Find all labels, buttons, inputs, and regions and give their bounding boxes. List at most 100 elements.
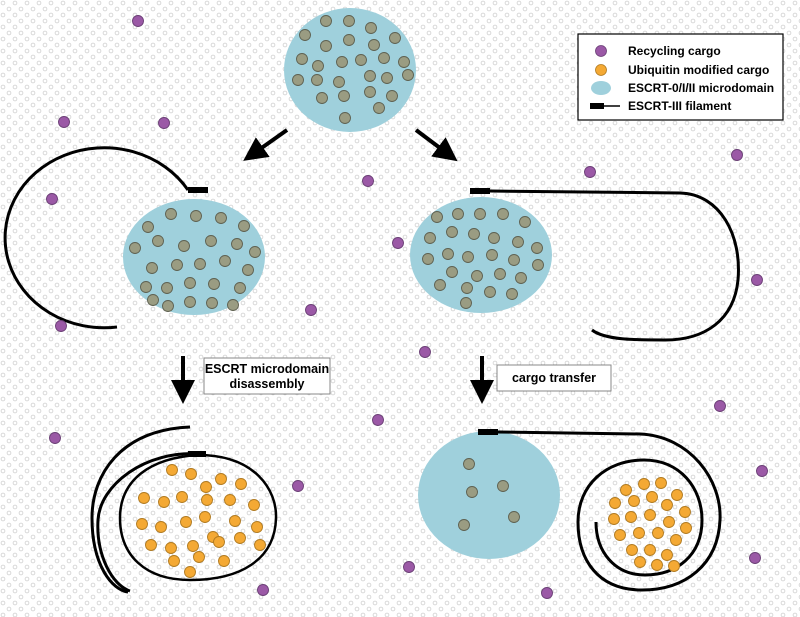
cargo-dot xyxy=(532,259,544,271)
ubiquitin-cargo-dot xyxy=(633,527,645,539)
cargo-dot xyxy=(452,208,464,220)
ubiquitin-cargo-dot xyxy=(218,555,230,567)
recycling-cargo-dot xyxy=(158,117,170,129)
cargo-dot xyxy=(386,90,398,102)
escrt-iii-filament-inner xyxy=(118,453,278,582)
ubiquitin-cargo-dot xyxy=(655,477,667,489)
recycling-cargo-dot xyxy=(419,346,431,358)
cargo-dot xyxy=(402,69,414,81)
cargo-dot xyxy=(184,296,196,308)
ubiquitin-cargo-dot xyxy=(251,521,263,533)
cargo-dot xyxy=(178,240,190,252)
cargo-dot xyxy=(339,112,351,124)
recycling-cargo-dot xyxy=(257,584,269,596)
cargo-dot xyxy=(431,211,443,223)
ubiquitin-cargo-dot xyxy=(136,518,148,530)
ubiquitin-cargo-dot xyxy=(614,529,626,541)
step-label-disassembly: ESCRT microdomain disassembly xyxy=(203,357,331,395)
cargo-dot xyxy=(446,226,458,238)
cargo-dot xyxy=(311,74,323,86)
recycling-cargo-dot xyxy=(58,116,70,128)
cargo-dot xyxy=(424,232,436,244)
cargo-dot xyxy=(161,282,173,294)
recycling-cargo-dot xyxy=(714,400,726,412)
ubiquitin-cargo-dot xyxy=(234,532,246,544)
ubiquitin-cargo-dot xyxy=(663,516,675,528)
ubiquitin-cargo-dot xyxy=(680,522,692,534)
ubiquitin-cargo-dot xyxy=(184,566,196,578)
cargo-dot xyxy=(434,279,446,291)
cargo-dot xyxy=(316,92,328,104)
ubiquitin-cargo-dot xyxy=(668,560,680,572)
ubiquitin-cargo-dot xyxy=(644,509,656,521)
orange-dot-icon xyxy=(595,64,607,76)
recycling-cargo-dot xyxy=(362,175,374,187)
cargo-dot xyxy=(292,74,304,86)
legend-item-filament: ESCRT-III filament xyxy=(628,99,731,113)
purple-dot-icon xyxy=(595,45,607,57)
microdomain-cargo-group xyxy=(422,208,544,309)
ubiquitin-cargo-dot xyxy=(158,496,170,508)
cargo-dot xyxy=(147,294,159,306)
cargo-dot xyxy=(343,34,355,46)
cargo-dot xyxy=(208,278,220,290)
cargo-dot xyxy=(338,90,350,102)
ubiquitin-cargo-dot xyxy=(644,544,656,556)
microdomain-cargo-group xyxy=(458,458,520,531)
cargo-dot xyxy=(238,220,250,232)
ubiquitin-cargo-dot xyxy=(145,539,157,551)
ubiquitin-cargo-dot xyxy=(661,499,673,511)
ubiquitin-cargo-dot xyxy=(224,494,236,506)
cargo-dot xyxy=(355,54,367,66)
step-label-cargo-transfer: cargo transfer xyxy=(496,364,612,392)
recycling-cargo-group xyxy=(46,15,768,599)
cargo-dot xyxy=(162,300,174,312)
ubiquitin-cargo-dot xyxy=(651,559,663,571)
ubiquitin-cargo-dot xyxy=(166,464,178,476)
ubiquitin-cargo-dot xyxy=(235,478,247,490)
cargo-dot xyxy=(242,264,254,276)
cargo-dot xyxy=(190,210,202,222)
cargo-dot xyxy=(446,266,458,278)
cargo-dot xyxy=(364,86,376,98)
cargo-dot xyxy=(378,52,390,64)
recycling-cargo-dot xyxy=(751,274,763,286)
ubiquitin-cargo-dot xyxy=(180,516,192,528)
ubiquitin-cargo-dot xyxy=(670,534,682,546)
cargo-dot xyxy=(442,248,454,260)
recycling-cargo-dot xyxy=(541,587,553,599)
microdomain-ellipse xyxy=(123,199,265,315)
cargo-dot xyxy=(299,29,311,41)
ubiquitin-cargo-group xyxy=(136,464,266,578)
ubiquitin-cargo-dot xyxy=(628,495,640,507)
cargo-dot xyxy=(458,519,470,531)
cargo-dot xyxy=(320,40,332,52)
ubiquitin-cargo-dot xyxy=(176,491,188,503)
step-label-text: cargo transfer xyxy=(512,371,596,385)
recycling-cargo-dot xyxy=(46,193,58,205)
cargo-dot xyxy=(194,258,206,270)
cargo-dot xyxy=(219,255,231,267)
escrt-iii-filament-icon xyxy=(188,451,206,457)
ubiquitin-cargo-dot xyxy=(165,542,177,554)
cargo-dot xyxy=(368,39,380,51)
microdomain-cargo-group xyxy=(292,15,414,124)
cargo-dot xyxy=(312,60,324,72)
recycling-cargo-dot xyxy=(132,15,144,27)
ubiquitin-cargo-dot xyxy=(626,544,638,556)
cargo-dot xyxy=(142,221,154,233)
recycling-cargo-dot xyxy=(305,304,317,316)
cargo-dot xyxy=(497,480,509,492)
ubiquitin-cargo-dot xyxy=(652,527,664,539)
ubiquitin-cargo-dot xyxy=(661,549,673,561)
legend-item-recycling: Recycling cargo xyxy=(628,44,721,58)
cargo-dot xyxy=(227,299,239,311)
cargo-dot xyxy=(422,253,434,265)
cargo-dot xyxy=(515,272,527,284)
ubiquitin-cargo-dot xyxy=(608,513,620,525)
ubiquitin-cargo-dot xyxy=(201,494,213,506)
cargo-dot xyxy=(343,15,355,27)
cargo-dot xyxy=(171,259,183,271)
cargo-dot xyxy=(215,212,227,224)
